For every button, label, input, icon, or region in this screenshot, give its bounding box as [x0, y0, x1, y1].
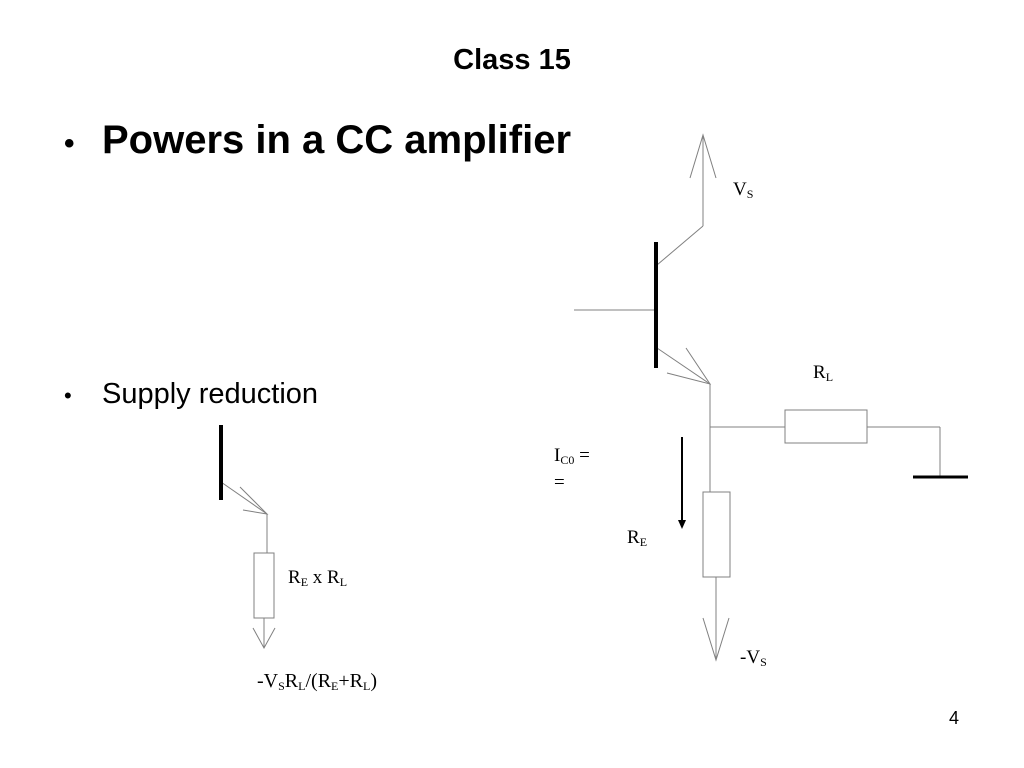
ic0-label: IC0 =	[554, 445, 590, 467]
ic0-arrow-icon	[678, 520, 686, 529]
supply-reduction-circuit	[220, 481, 276, 650]
vs-label: VS	[733, 179, 754, 201]
supply-formula-label: -VSRL/(RE+RL)	[257, 670, 378, 693]
bullet-text: Powers in a CC amplifier	[102, 118, 572, 162]
vs-arrow-icon	[689, 133, 717, 179]
bullet-dot: •	[64, 383, 72, 408]
emitter-lead	[656, 347, 711, 385]
small-emitter-arrow-icon	[239, 486, 269, 515]
small-arrow-down-icon	[252, 627, 276, 650]
small-resistor	[253, 552, 275, 619]
collector-lead	[656, 225, 704, 266]
re-resistor	[702, 491, 731, 578]
bullet-supply-reduction: • Supply reduction	[64, 378, 318, 411]
ic0-label-line2: =	[554, 472, 565, 493]
page-number: 4	[949, 708, 960, 728]
rl-resistor	[784, 409, 868, 444]
re-x-rl-label: RE x RL	[288, 567, 348, 589]
main-cc-circuit	[574, 133, 941, 662]
neg-vs-arrow-icon	[702, 617, 730, 662]
slide-title: Class 15	[453, 44, 571, 76]
bullet-dot: •	[64, 127, 75, 160]
small-emitter-lead	[220, 481, 268, 515]
rl-label: RL	[813, 362, 834, 384]
neg-vs-label: -VS	[740, 647, 767, 669]
bullet-text: Supply reduction	[102, 378, 319, 410]
re-label: RE	[627, 527, 648, 549]
bullet-powers-cc-amplifier: • Powers in a CC amplifier	[64, 118, 571, 163]
emitter-arrow-icon	[666, 347, 712, 385]
